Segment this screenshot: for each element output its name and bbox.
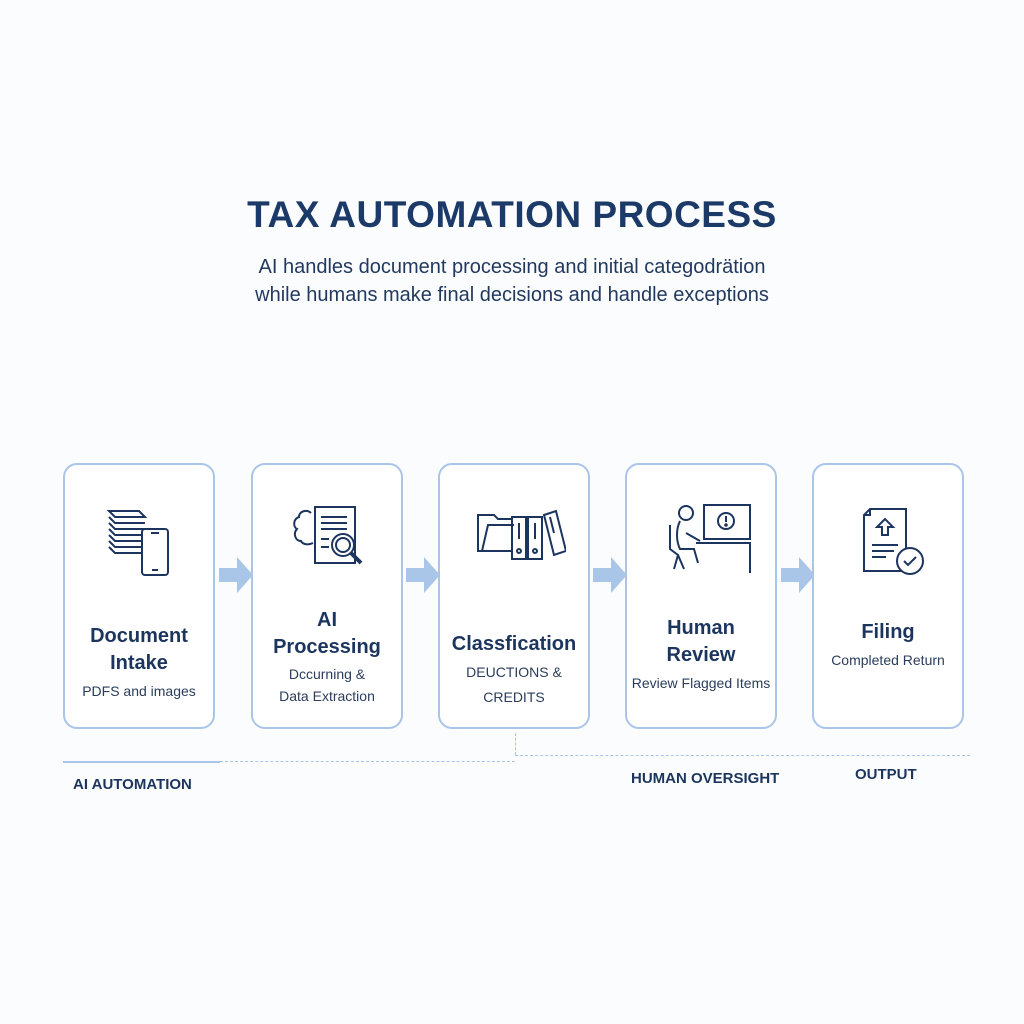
step-classification: Classfication DEUCTIONS & CREDITS [438, 463, 590, 729]
step-description: Review Flagged Items [631, 675, 771, 691]
step-description: Dccurning & [288, 666, 366, 682]
subtitle-line-2: while humans make final decisions and ha… [255, 284, 769, 306]
lane-label-ai-automation: AI AUTOMATION [73, 776, 192, 793]
step-description: Completed Return [831, 652, 945, 668]
step-description: Data Extraction [279, 688, 375, 704]
human-lane-dashed-line [515, 755, 970, 756]
document-upload-check-icon [863, 508, 924, 575]
step-filing: Filing Completed Return [812, 463, 964, 729]
brain-document-search-icon [293, 506, 363, 565]
step-title: Classfication [451, 633, 577, 655]
step-title: Intake [110, 652, 168, 674]
folder-binders-icon [477, 509, 566, 560]
subtitle-line-1: AI handles document processing and initi… [258, 256, 766, 278]
arrow-right-icon [593, 557, 627, 593]
step-document-intake: Document Intake PDFS and images [63, 463, 215, 729]
lane-label-output: OUTPUT [855, 766, 917, 783]
step-title: Document [90, 625, 188, 647]
ai-lane-line [63, 761, 220, 763]
step-title: Processing [273, 636, 381, 658]
step-human-review: Human Review Review Flagged Items [625, 463, 777, 729]
arrow-right-icon [406, 557, 440, 593]
step-title: AI [317, 609, 337, 631]
page-title: TAX AUTOMATION PROCESS [247, 194, 777, 235]
ai-lane-dashed-line [220, 761, 515, 762]
step-description: DEUCTIONS & [466, 664, 562, 680]
step-title: Filing [861, 621, 915, 643]
step-description: PDFS and images [82, 683, 196, 699]
documents-phone-icon [106, 510, 169, 576]
arrow-right-icon [219, 557, 253, 593]
step-title: Review [666, 644, 736, 666]
arrow-right-icon [781, 557, 815, 593]
person-computer-alert-icon [669, 504, 751, 573]
step-description: CREDITS [483, 689, 545, 705]
step-title: Human [667, 617, 735, 639]
step-ai-processing: AI Processing Dccurning & Data Extractio… [251, 463, 403, 729]
lane-label-human-oversight: HUMAN OVERSIGHT [631, 770, 780, 787]
lane-divider [515, 733, 516, 755]
